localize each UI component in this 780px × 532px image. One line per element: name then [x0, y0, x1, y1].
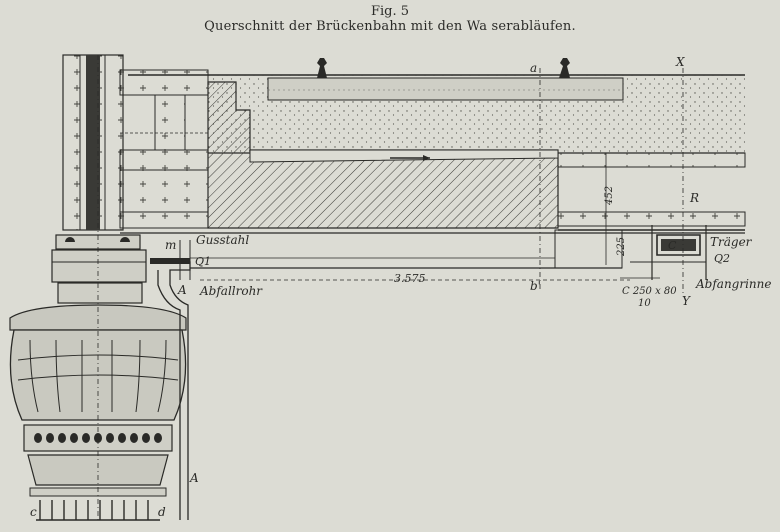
rail-left — [317, 58, 327, 78]
label-q2: Q2 — [714, 252, 730, 265]
label-abfangrinne: Abfangrinne — [695, 277, 772, 291]
dimension-lines — [605, 153, 660, 279]
label-r: R — [689, 191, 699, 205]
figure-number: Fig. 5 — [370, 4, 410, 19]
label-a-upper: A — [177, 283, 187, 297]
dim-depth-upper: 452 — [604, 186, 615, 206]
label-c: C — [668, 239, 677, 252]
rail-right — [559, 58, 570, 78]
label-b: b' — [530, 279, 541, 293]
figure-caption: Querschnitt der Brückenbahn mit den Wa s… — [204, 19, 576, 34]
dim-depth-lower: 225 — [616, 237, 627, 257]
label-a-lower: A — [189, 471, 199, 485]
dim-channel-sub: 10 — [638, 298, 651, 309]
label-q1: Q1 — [195, 255, 211, 268]
ballast-block — [267, 77, 624, 101]
traeger-channel — [630, 225, 707, 280]
label-m: m — [165, 238, 176, 252]
label-a: a — [530, 61, 537, 75]
dim-channel: C 250 x 80 — [622, 286, 677, 297]
gusstahl-plate — [179, 229, 630, 281]
label-c-left: c — [30, 505, 37, 519]
label-x: X — [675, 55, 685, 69]
label-d: d — [158, 505, 166, 519]
pier-capital — [9, 234, 187, 331]
label-gusstahl: Gusstahl — [196, 233, 249, 247]
column-block — [62, 54, 209, 231]
figure-title: Fig. 5 Querschnitt der Brückenbahn mit d… — [0, 4, 780, 34]
label-y: Y — [682, 294, 691, 308]
label-abfallrohr: Abfallrohr — [199, 284, 263, 298]
axis-lines — [97, 55, 684, 520]
dim-span: 3.575 — [394, 272, 426, 285]
label-traeger: Träger — [710, 235, 753, 249]
